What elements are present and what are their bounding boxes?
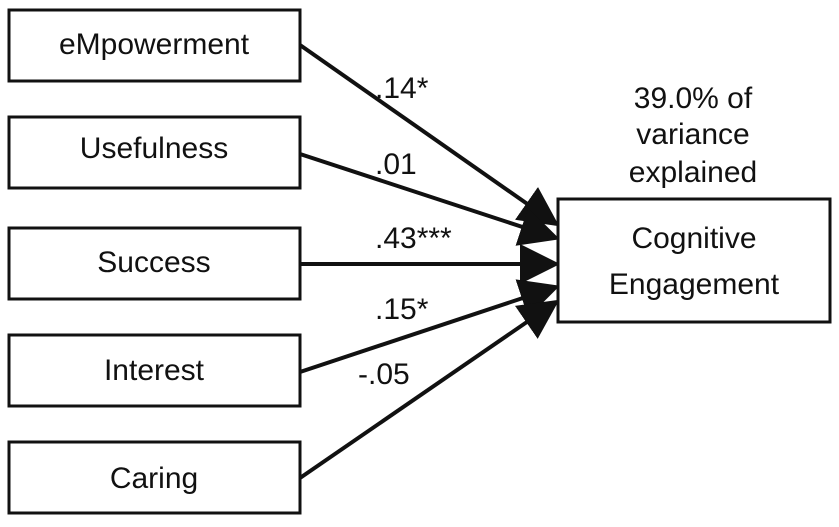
coef-success: .43*** — [375, 222, 452, 255]
predictor-node-caring: Caring — [7, 440, 302, 515]
predictor-box — [7, 226, 302, 301]
predictor-box — [7, 333, 302, 408]
predictor-box — [7, 115, 302, 190]
predictor-node-success: Success — [7, 226, 302, 301]
variance-line3: explained — [629, 156, 757, 189]
coef-interest: .15* — [375, 293, 429, 326]
path-arrow-empowerment — [298, 43, 560, 227]
predictor-label: Success — [97, 246, 210, 279]
outcome-label-line1: Cognitive — [631, 222, 756, 255]
path-arrow-interest — [299, 279, 560, 374]
predictor-label: Caring — [110, 462, 198, 495]
coef-usefulness: .01 — [375, 148, 417, 181]
predictor-label: Interest — [104, 354, 205, 387]
variance-note: 39.0% of variance explained — [629, 82, 757, 189]
path-arrow-caring — [298, 299, 560, 480]
predictor-box — [7, 8, 302, 83]
predictor-node-usefulness: Usefulness — [7, 115, 302, 190]
coef-caring: -.05 — [358, 358, 410, 391]
predictor-box — [7, 440, 302, 515]
outcome-label-line2: Engagement — [609, 268, 780, 301]
variance-line1: 39.0% of — [634, 82, 753, 115]
predictor-label: eMpowerment — [59, 28, 250, 61]
path-arrow-usefulness — [299, 152, 560, 246]
outcome-box — [556, 197, 832, 324]
variance-line2: variance — [636, 118, 749, 151]
coef-empowerment: .14* — [375, 72, 429, 105]
predictor-node-interest: Interest — [7, 333, 302, 408]
predictor-node-empowerment: eMpowerment — [7, 8, 302, 83]
outcome-node: Cognitive Engagement — [556, 197, 832, 324]
predictor-label: Usefulness — [80, 132, 228, 165]
